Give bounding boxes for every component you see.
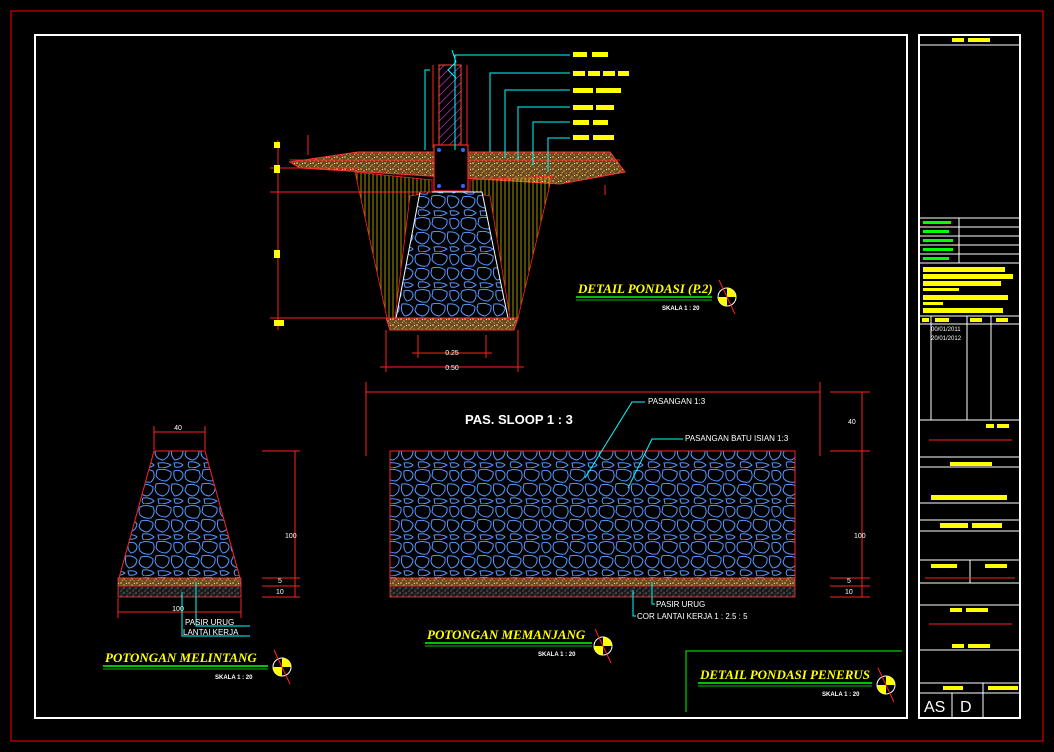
dim-height: 100 xyxy=(285,533,297,540)
section-marker-icon xyxy=(717,279,737,315)
label-cor-lantai: COR LANTAI KERJA 1 : 2.5 : 5 xyxy=(637,612,748,621)
sheet-code-2: D xyxy=(960,699,972,716)
detail-p2: 0.25 0.50 DETAIL PONDASI (P.2) SKALA 1 :… xyxy=(270,49,737,372)
dim-inner-width: 0.25 xyxy=(445,350,459,357)
label-lantai-kerja: LANTAI KERJA xyxy=(183,628,239,637)
detail-p2-title: DETAIL PONDASI (P.2) xyxy=(577,281,713,296)
dim-height-long: 100 xyxy=(854,533,866,540)
detail-p2-scale: SKALA 1 : 20 xyxy=(662,306,700,312)
detail-long-title: POTONGAN MEMANJANG xyxy=(427,627,586,642)
main-detail-title: DETAIL PONDASI PENERUS SKALA 1 : 20 xyxy=(685,650,902,712)
dim-bottom-width: 100 xyxy=(172,606,184,613)
section-marker-icon xyxy=(272,649,292,685)
main-title: DETAIL PONDASI PENERUS xyxy=(699,667,870,682)
dim-work-long: 10 xyxy=(845,589,853,596)
dim-top-width: 40 xyxy=(174,425,182,432)
detail-long-scale: SKALA 1 : 20 xyxy=(538,652,576,658)
label-pasir-urug-long: PASIR URUG xyxy=(656,600,705,609)
label-pasangan-batu: PASANGAN BATU ISIAN 1:3 xyxy=(685,434,789,443)
title-block-frame xyxy=(918,34,1021,719)
dim-sand-long: 5 xyxy=(847,578,851,585)
dim-sand: 5 xyxy=(278,578,282,585)
detail-long-section: PAS. SLOOP 1 : 3 40 100 5 10 PASANGAN 1:… xyxy=(365,382,870,664)
title-block-fields: 00/01/2011 20/01/2012 AS D xyxy=(922,38,1018,716)
label-pasir-urug: PASIR URUG xyxy=(185,618,234,627)
dim-work: 10 xyxy=(276,589,284,596)
dim-outer-width: 0.50 xyxy=(445,365,459,372)
detail-cross-scale: SKALA 1 : 20 xyxy=(215,675,253,681)
drawing-frame xyxy=(34,34,908,719)
detail-cross-title: POTONGAN MELINTANG xyxy=(105,650,257,665)
sheet-code-1: AS xyxy=(924,699,945,716)
detail-cross-section: 40 100 5 10 100 PASIR URUG LANTAI KERJA … xyxy=(103,425,300,685)
dim-sloop: 40 xyxy=(848,419,856,426)
date-2: 20/01/2012 xyxy=(931,336,962,342)
label-sloop: PAS. SLOOP 1 : 3 xyxy=(465,412,573,427)
title-block xyxy=(919,44,1020,718)
section-marker-icon xyxy=(593,628,613,664)
outer-frame xyxy=(10,10,1044,742)
section-marker-icon xyxy=(876,667,896,703)
main-scale: SKALA 1 : 20 xyxy=(822,692,860,698)
label-pasangan: PASANGAN 1:3 xyxy=(648,397,706,406)
date-1: 00/01/2011 xyxy=(931,327,961,333)
